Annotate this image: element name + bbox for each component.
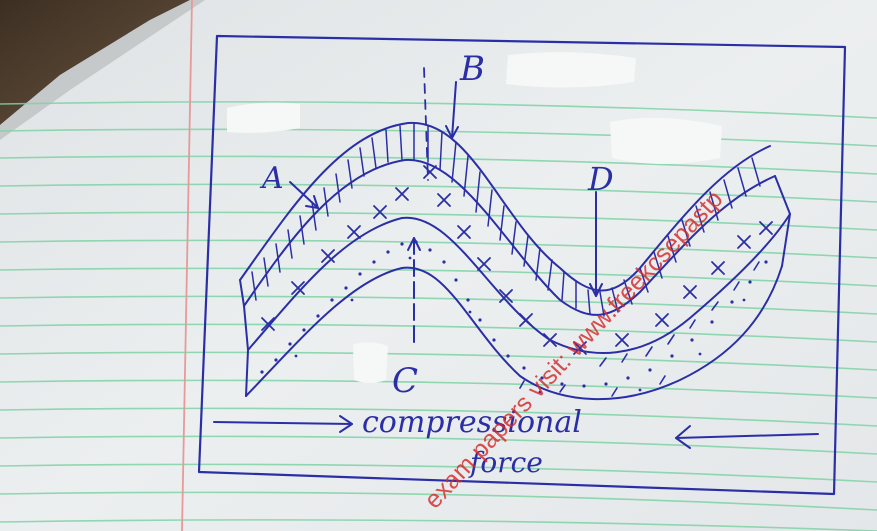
- top-layer-hatching: [251, 123, 761, 317]
- pointer-a: [289, 181, 319, 209]
- fold-left-edge: [239, 279, 250, 397]
- middle-rock-layer: [247, 213, 791, 354]
- middle-layer-crosses: [261, 165, 773, 355]
- pointer-b: [445, 81, 459, 139]
- pointer-d: [589, 191, 603, 297]
- force-label-line2: force: [468, 446, 543, 479]
- label-a: A: [259, 161, 284, 196]
- axial-plane-line: [423, 67, 429, 181]
- bottom-layer-dots: [260, 240, 768, 394]
- ruled-lines: [0, 101, 877, 531]
- bottom-layer-dashes: [519, 261, 760, 397]
- force-arrow-left: [213, 415, 353, 433]
- pointer-c: [407, 237, 421, 347]
- bottom-layer-lower-boundary: [245, 265, 783, 400]
- diagram-frame: [197, 34, 847, 496]
- label-b: B: [459, 49, 485, 89]
- bottom-rock-layer: [239, 175, 792, 400]
- fold-right-edge: [774, 175, 792, 267]
- top-layer-lower-boundary: [243, 158, 776, 316]
- force-label-line1: compressional: [362, 405, 582, 440]
- correction-patches: [227, 52, 722, 383]
- label-d: D: [587, 160, 614, 198]
- label-c: C: [392, 361, 418, 401]
- margin-line: [181, 0, 193, 531]
- middle-layer-lower-boundary: [247, 213, 791, 354]
- desk-corner: [0, 0, 190, 125]
- top-layer-upper-boundary: [239, 121, 771, 292]
- force-arrow-right: [675, 425, 819, 449]
- top-rock-layer: [239, 121, 776, 316]
